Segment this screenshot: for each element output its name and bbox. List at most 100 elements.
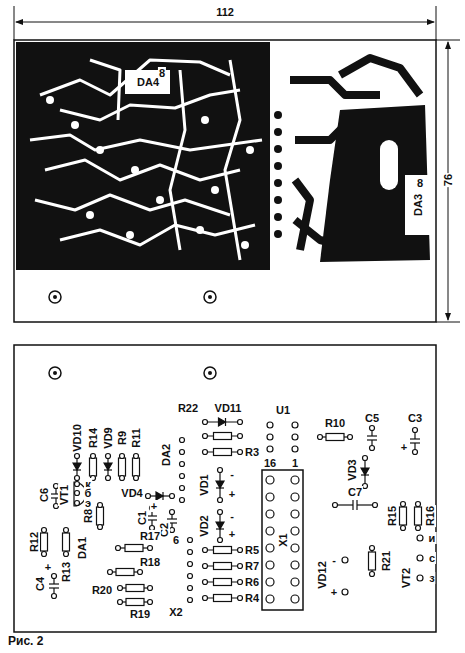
part-label: 16 <box>263 457 277 469</box>
solder-pad <box>292 422 298 428</box>
solder-pad <box>266 544 274 552</box>
solder-pad <box>266 578 274 586</box>
solder-pad <box>291 476 299 484</box>
part-label: VT1 <box>58 484 70 506</box>
solder-pad <box>180 498 185 503</box>
part-label: VD9 <box>102 426 114 449</box>
solder-pad <box>266 561 274 569</box>
resistor-symbol <box>119 454 126 481</box>
part-label: R13 <box>60 561 72 583</box>
solder-pad <box>417 535 423 541</box>
part-label: VT2 <box>400 567 412 589</box>
solder-pad <box>267 422 273 428</box>
capacitor-symbol <box>410 428 420 455</box>
diode-symbol <box>146 492 175 500</box>
part-label: + <box>400 441 408 453</box>
solder-pad <box>291 561 299 569</box>
diode-symbol <box>361 456 369 489</box>
solder-pad <box>291 578 299 586</box>
capacitor-symbol <box>49 574 59 599</box>
part-label: - <box>229 468 235 480</box>
resistor-symbol <box>203 449 243 456</box>
part-label: VD11 <box>214 402 243 414</box>
part-label: 8 <box>416 177 424 189</box>
part-label: R9 <box>116 430 128 446</box>
part-label: DA4 <box>136 76 160 88</box>
part-label: R3 <box>244 446 260 458</box>
part-label: C1 <box>136 510 148 526</box>
resistor-symbol <box>133 454 140 481</box>
part-label: R21 <box>380 550 392 572</box>
part-label: R6 <box>244 576 260 588</box>
resistor-symbol <box>41 528 48 557</box>
part-label: R11 <box>130 427 142 449</box>
component-side-board <box>14 345 436 632</box>
part-label: C4 <box>34 576 46 592</box>
solder-pad <box>291 595 299 603</box>
solder-pad <box>266 476 274 484</box>
diode-symbol <box>73 454 81 481</box>
part-label: C7 <box>347 486 363 498</box>
part-label: R17 <box>139 530 161 542</box>
diode-symbol <box>104 454 112 481</box>
part-label: U1 <box>275 404 291 416</box>
part-label: с <box>428 552 436 564</box>
solder-pad <box>188 586 193 591</box>
resistor-symbol <box>97 503 104 530</box>
solder-pad <box>180 474 185 479</box>
part-label: - <box>331 554 337 566</box>
solder-pad <box>75 482 80 487</box>
figure-caption: Рис. 2 <box>8 634 43 648</box>
resistor-symbol <box>318 434 353 441</box>
part-label: X2 <box>168 606 183 618</box>
part-label: 6 <box>172 534 180 546</box>
solder-pad <box>188 550 193 555</box>
resistor-symbol <box>118 599 153 606</box>
part-label: R15 <box>386 505 398 527</box>
solder-pad <box>417 575 423 581</box>
solder-pad <box>75 491 80 496</box>
diode-symbol <box>203 418 243 426</box>
solder-pad <box>291 544 299 552</box>
resistor-symbol <box>116 545 153 552</box>
solder-pad <box>180 462 185 467</box>
part-label: + <box>228 488 236 500</box>
part-label: R14 <box>87 427 99 449</box>
resistor-symbol <box>118 585 153 592</box>
part-label: R18 <box>139 556 161 568</box>
solder-pad <box>188 574 193 579</box>
solder-pad <box>291 510 299 518</box>
copper-side-board <box>14 40 436 322</box>
resistor-symbol <box>203 563 243 570</box>
solder-pad <box>180 438 185 443</box>
part-label: C5 <box>364 412 380 424</box>
part-label: + <box>228 528 236 540</box>
solder-pad <box>266 595 274 603</box>
solder-pad <box>266 527 274 535</box>
part-label: VD2 <box>198 514 210 537</box>
resistor-symbol <box>203 579 243 586</box>
part-label: VD10 <box>71 423 83 453</box>
part-label: 8 <box>158 67 166 79</box>
part-label: VD3 <box>346 458 358 481</box>
solder-pad <box>180 450 185 455</box>
part-label: DA1 <box>76 536 88 560</box>
part-label: R4 <box>244 592 260 604</box>
part-label: - <box>229 510 235 522</box>
part-label: R10 <box>324 417 346 429</box>
resistor-symbol <box>400 502 407 531</box>
diode-symbol <box>216 468 224 503</box>
part-label: R8 <box>82 508 94 524</box>
part-label: + <box>330 586 338 598</box>
part-label: R16 <box>424 505 436 527</box>
dimension-lines <box>14 6 460 322</box>
part-label: R20 <box>91 584 113 596</box>
part-label: VD1 <box>198 473 210 496</box>
solder-pad <box>292 446 298 452</box>
resistor-symbol <box>203 595 243 602</box>
solder-pad <box>291 493 299 501</box>
solder-pad <box>188 598 193 603</box>
part-label: C6 <box>38 487 50 503</box>
solder-pad <box>292 434 298 440</box>
